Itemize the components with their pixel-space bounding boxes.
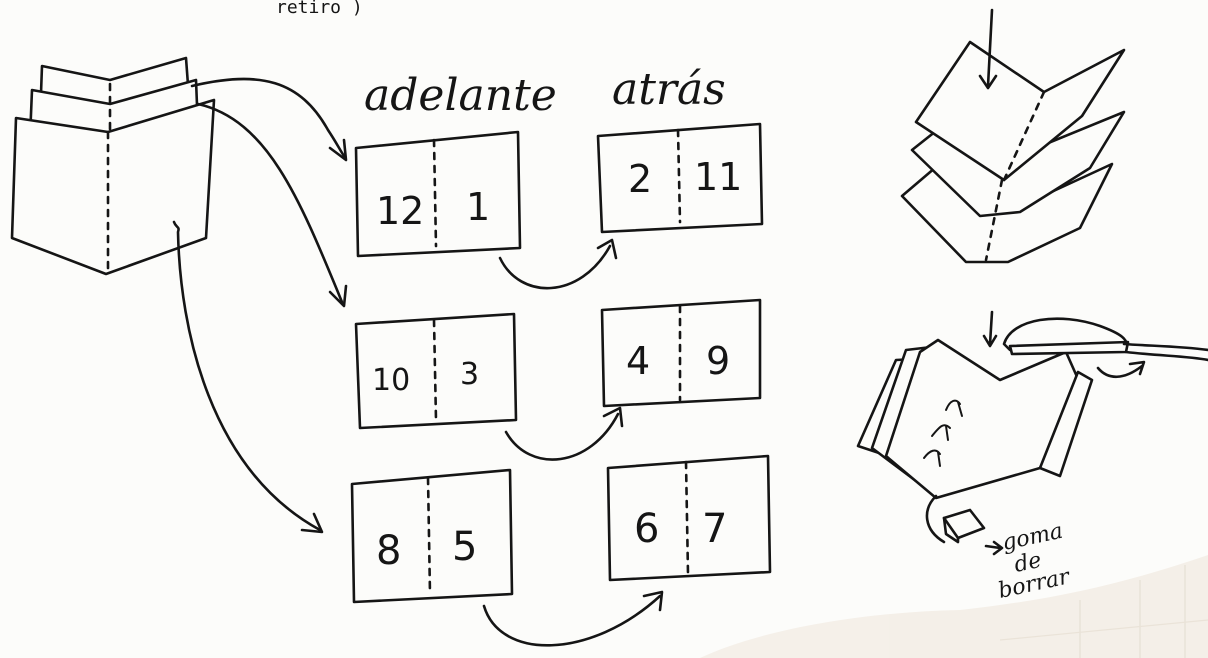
page-number: 4 bbox=[626, 339, 650, 383]
header-front: adelante bbox=[364, 70, 557, 121]
header-back: atrás bbox=[612, 64, 726, 115]
eraser-icon bbox=[925, 494, 1004, 556]
page-number: 9 bbox=[706, 339, 730, 383]
arrow-flip-3 bbox=[482, 590, 664, 647]
page-number: 5 bbox=[452, 524, 477, 570]
page-number: 7 bbox=[702, 506, 727, 552]
top-note: retiro ) bbox=[276, 0, 363, 18]
stapler-icon bbox=[1002, 317, 1208, 379]
page-number: 10 bbox=[372, 363, 410, 398]
eraser-label: goma de borrar bbox=[996, 519, 1073, 604]
arrow-to-sheet-3 bbox=[172, 220, 324, 534]
arrow-flip-2 bbox=[504, 406, 624, 461]
stapling-booklet bbox=[856, 310, 1094, 500]
svg-text:de: de bbox=[1012, 548, 1044, 578]
page-number: 1 bbox=[466, 185, 490, 229]
arrow-to-sheet-2 bbox=[196, 102, 348, 308]
page-number: 8 bbox=[376, 528, 401, 574]
arrow-to-sheet-1 bbox=[190, 77, 348, 162]
page-number: 12 bbox=[376, 189, 424, 233]
sheet-3-back: 6 7 bbox=[606, 454, 772, 582]
sheet-3-front: 8 5 bbox=[350, 468, 514, 604]
sheet-1-back: 2 11 bbox=[596, 122, 764, 234]
stacked-booklet-icon bbox=[10, 56, 216, 276]
sheet-2-front: 10 3 bbox=[354, 312, 518, 430]
page-number: 2 bbox=[628, 157, 652, 201]
sheet-1-front: 12 1 bbox=[354, 130, 522, 258]
folded-sheets-stack bbox=[900, 8, 1126, 264]
page-number: 3 bbox=[460, 357, 479, 392]
paper-corner-texture bbox=[700, 555, 1208, 658]
page-number: 6 bbox=[634, 506, 659, 552]
arrow-flip-1 bbox=[498, 238, 618, 290]
page-number: 11 bbox=[694, 155, 742, 199]
sheet-2-back: 4 9 bbox=[600, 298, 762, 408]
